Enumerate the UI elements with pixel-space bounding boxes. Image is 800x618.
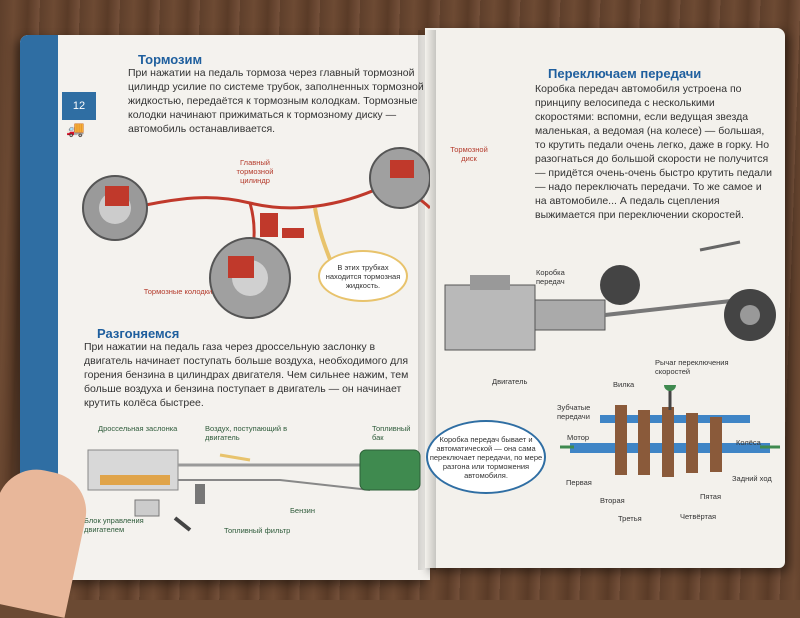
wheels-label: Колёса [736,438,761,447]
motor-label: Мотор [567,433,590,442]
book-cover-edge [20,35,58,535]
reverse-gear-label: Задний ход [732,474,772,483]
air-intake-label: Воздух, поступающий в двигатель [205,424,288,442]
second-gear-label: Вторая [600,496,625,505]
truck-icon: 🚚 [66,121,85,138]
brake-fluid-callout: В этих трубках находится тормозная жидко… [318,250,408,302]
brake-pads-label: Тормозные колодки [143,287,213,296]
brakes-paragraph: При нажатии на педаль тормоза через глав… [128,67,424,135]
fork-label: Вилка [613,380,635,389]
shift-lever-label: Рычаг переключения скоростей [655,358,729,376]
first-gear-label: Первая [566,478,592,487]
fuel-system-diagram [87,449,421,532]
brake-system-diagram [82,147,430,319]
control-unit-label: Блок управления двигателем [84,516,144,534]
gasoline-label: Бензин [290,506,316,515]
throttle-label: Дроссельная заслонка [98,424,178,433]
gears-paragraph: Коробка передач автомобиля устроена по п… [535,83,773,221]
fifth-gear-label: Пятая [700,492,722,501]
brake-disc-label: Тормозной диск [450,145,488,163]
third-gear-label: Третья [618,514,642,523]
fuel-tank-label: Топливный бак [372,424,411,442]
fuel-filter-label: Топливный фильтр [224,526,291,535]
gearbox-schematic [560,385,780,477]
drivetrain-diagram [444,240,776,351]
page-number: 12 [62,92,96,120]
fourth-gear-label: Четвёртая [680,512,717,521]
gears-heading: Переключаем передачи [548,66,702,81]
acceleration-paragraph: При нажатии на педаль газа через дроссел… [84,341,409,409]
automatic-gearbox-callout: Коробка передач бывает и автоматической … [426,420,546,494]
master-cylinder-label: Главный тормозной цилиндр [236,158,274,185]
acceleration-heading: Разгоняемся [97,326,180,341]
gearbox-label: Коробка передач [536,268,565,286]
engine-label: Двигатель [492,377,528,386]
brakes-heading: Тормозим [138,52,203,67]
gears-pair-label: Зубчатые передачи [557,403,591,421]
